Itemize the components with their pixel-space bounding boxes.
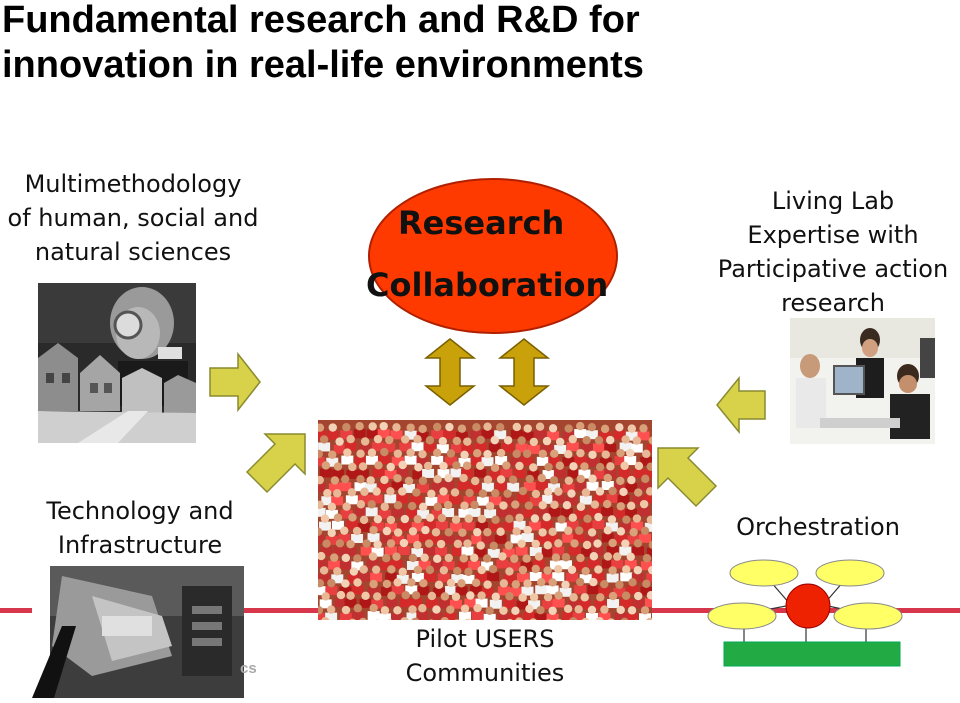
base-platform [723,641,901,667]
methodology-label-line-2: of human, social and [7,204,259,232]
technology-label-line-2: Infrastructure [57,531,223,559]
right-arrow-icon [209,352,261,412]
technology-label-line-1: Technology and [46,497,234,525]
methodology-label: Multimethodology of human, social and na… [0,167,266,269]
double-arrow-icon [424,338,551,406]
orchestration-label: Orchestration [736,513,900,541]
office-team-photo [790,318,935,444]
technology-label: Technology and Infrastructure [30,494,250,562]
node-mid-right [833,602,903,630]
orchestration-diagram [707,559,903,667]
researcher-photo [38,283,196,443]
node-top-left [729,559,799,587]
living-lab-label-line-2: Expertise with [747,221,919,249]
node-center [785,583,831,629]
left-arrow-icon [716,376,766,434]
pilot-users-label-line-1: Pilot USERS [415,625,555,653]
faded-caption-fragment: cs [240,660,257,677]
slide-title-line-2: innovation in real-life environments [2,44,644,86]
methodology-label-line-3: natural sciences [34,238,232,266]
living-lab-label-line-4: research [781,289,885,317]
node-top-right [815,559,885,587]
living-lab-label-line-3: Participative action [717,255,949,283]
research-label: Research [398,204,565,242]
methodology-label-line-1: Multimethodology [24,170,242,198]
pilot-users-label-line-2: Communities [405,659,565,687]
living-lab-label: Living Lab Expertise with Participative … [698,184,960,320]
living-lab-label-line-1: Living Lab [771,187,895,215]
up-right-arrow-icon [245,433,306,494]
collaboration-label: Collaboration [366,266,609,304]
node-mid-left [707,602,777,630]
technology-photo [32,566,244,698]
slide-title: Fundamental research and R&D for innovat… [2,0,952,88]
research-collaboration-ellipse [368,178,618,334]
up-left-arrow-icon [657,447,718,508]
slide-title-line-1: Fundamental research and R&D for [2,0,640,41]
crowd-photo [318,420,652,620]
pilot-users-label: Pilot USERS Communities [380,622,590,690]
